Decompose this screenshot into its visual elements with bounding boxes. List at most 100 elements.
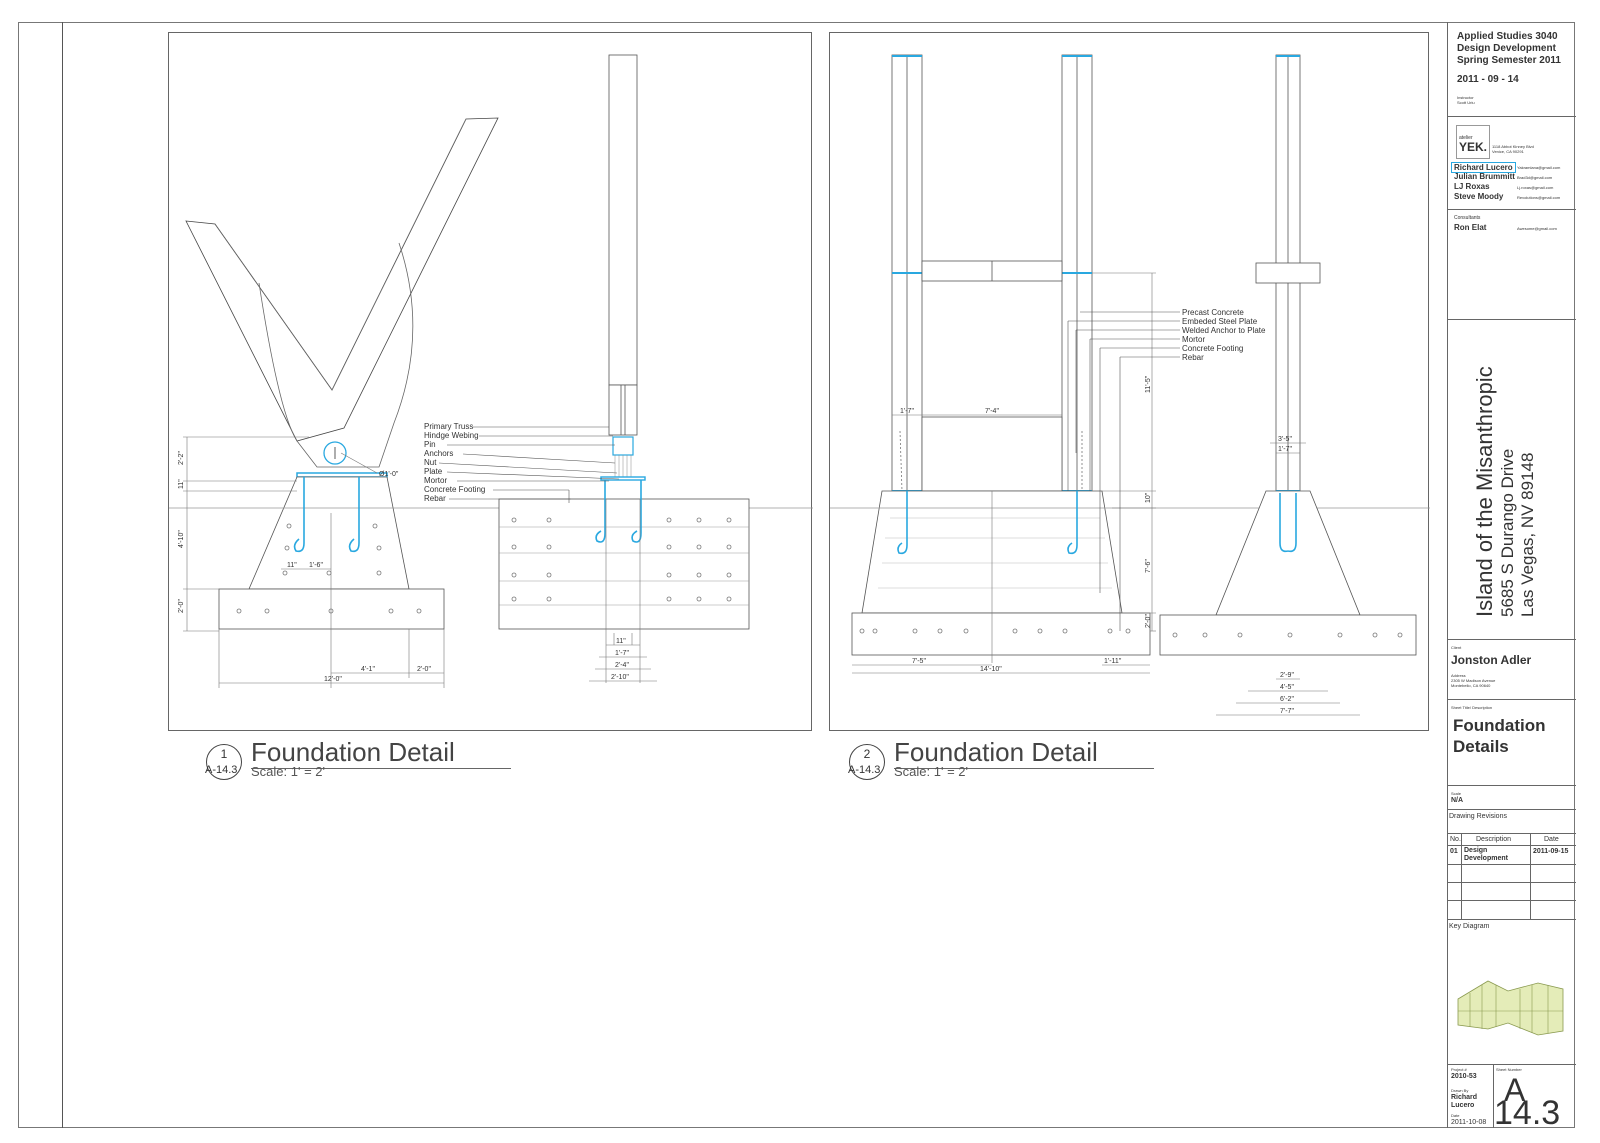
dim2-1-7: 1'-7" (900, 408, 914, 415)
callout-rebar-2: Rebar (1182, 353, 1204, 362)
callout-plate: Plate (424, 467, 443, 476)
dim-12-0: 12'-0" (324, 676, 342, 683)
footing-3 (851, 612, 1151, 656)
team-member-name: Steve Moody (1454, 192, 1504, 201)
revisions-block: Drawing Revisions No. Description Date 0… (1448, 809, 1576, 920)
course-date: 2011 - 09 - 14 (1457, 74, 1519, 85)
drawn-by-line1: Richard (1451, 1094, 1478, 1101)
team-member-email: Lj.roxas@gmail.com (1517, 185, 1554, 190)
instructor-name: Scott Uriu (1457, 100, 1475, 105)
team-member-email: Revolutions@gmail.com (1517, 195, 1561, 200)
rev-header-no: No. (1450, 836, 1461, 843)
dim-2-0-left: 2'-0" (178, 599, 185, 613)
client-address-2: Montebello, CA 90640 (1451, 683, 1491, 688)
dim-4-10: 4'-10" (178, 530, 185, 548)
callout-concrete-footing-2: Concrete Footing (1182, 344, 1243, 353)
client-label: Client (1451, 645, 1462, 650)
callout-mortor: Mortor (424, 476, 447, 485)
firm-address-1: 1118 Abbot Kinney Blvd (1492, 144, 1534, 149)
sheet-number-label: Sheet Number (1496, 1067, 1522, 1072)
callout-pin: Pin (424, 440, 436, 449)
dim2-7-5: 7'-5" (912, 658, 926, 665)
project-no-label: Project # (1451, 1067, 1467, 1072)
rebar-dots-3 (859, 628, 1131, 634)
detail-2-panel: 1'-7" 7'-4" 11'-5" 10" 7'-6" 2'-0" 7'-5"… (829, 32, 1430, 731)
dim2-1-11: 1'-11" (1104, 658, 1122, 665)
consultants-label: Consultants (1454, 215, 1481, 221)
v-truss (185, 117, 499, 442)
callout-precast-concrete: Precast Concrete (1182, 308, 1244, 317)
dim2-10: 10" (1145, 492, 1152, 503)
sheet-title-label: Sheet Title/ Description (1451, 705, 1493, 710)
dim-4-1: 4'-1" (361, 666, 375, 673)
callout-hinge-webing: Hindge Webing (424, 431, 479, 440)
sheet-title-block: Sheet Title/ Description Foundation Deta… (1448, 699, 1576, 786)
project-street: 5685 S Durango Drive (1498, 448, 1517, 617)
firm-logo: atelier YEK. (1456, 125, 1490, 159)
dim-side-2-10: 2'-10" (611, 674, 629, 681)
callout-embeded-steel-plate: Embeded Steel Plate (1182, 317, 1258, 326)
dim-1-6: 1'-6" (309, 562, 323, 569)
sheet-number-letter: A (1504, 1072, 1526, 1108)
callout-leaders-2 (1067, 311, 1180, 631)
scale-block: Scale N/A (1448, 785, 1576, 810)
drawing-sheet-border (18, 22, 1575, 1128)
key-diagram-label: Key Diagram (1449, 923, 1490, 930)
dim-11-left: 11" (178, 479, 185, 489)
detail-2-scale: Scale: 1' = 2' (894, 764, 968, 779)
beam-section (1255, 262, 1321, 284)
dim2-2-9: 2'-9" (1280, 672, 1294, 679)
dim2-3-5: 3'-5" (1278, 436, 1292, 443)
consultant-name: Ron Elat (1454, 223, 1487, 232)
anchor-bolts (293, 477, 360, 553)
detail-2-marker: 2 A-14.3 (848, 744, 885, 780)
detail-1-marker: 1 A-14.3 (205, 744, 242, 780)
drawn-by-label: Drawn By (1451, 1088, 1469, 1093)
team-member-email: Yakramlana@gmail.com (1517, 165, 1561, 170)
welded-anchors (897, 491, 1078, 555)
callout-leaders-1 (438, 426, 620, 503)
client-block: Client Jonston Adler Address 2305 W Madi… (1448, 639, 1576, 700)
project-name: Island of the Misanthropic (1472, 366, 1497, 617)
dim2-6-2: 6'-2" (1280, 696, 1294, 703)
detail-1-sheet-ref: A-14.3 (205, 764, 238, 776)
detail-2-drawing: 1'-7" 7'-4" 11'-5" 10" 7'-6" 2'-0" 7'-5"… (830, 54, 1430, 716)
detail-1-title: Foundation Detail (251, 737, 511, 769)
instructor-label: Instructor (1457, 95, 1474, 100)
footing-2 (498, 498, 750, 630)
project-no-value: 2010-53 (1451, 1073, 1477, 1080)
dim-pin-dia: Ø1'-0" (379, 471, 399, 478)
detail-1-panel: 2'-2" 11" 4'-10" 2'-0" Ø1'-0" 11" 1'-6" … (168, 32, 813, 731)
client-address-label: Address (1451, 673, 1466, 678)
detail-1-scale: Scale: 1' = 2' (251, 764, 325, 779)
project-city: Las Vegas, NV 89148 (1518, 452, 1537, 617)
rev-row-date: 2011-09-15 (1533, 848, 1569, 855)
dim-2-2: 2'-2" (178, 451, 185, 465)
consultant-email: Awesome@gmail.com (1517, 226, 1557, 231)
callout-welded-anchor: Welded Anchor to Plate (1182, 326, 1266, 335)
key-diagram-block: Key Diagram (1448, 919, 1576, 1065)
pin-circle (323, 441, 347, 465)
pedestal (248, 476, 410, 590)
detail-1-number: 1 (220, 747, 228, 761)
team-member-name: Richard Lucero (1451, 162, 1516, 173)
rev-header-desc: Description (1476, 836, 1512, 843)
pedestal-3 (1215, 490, 1361, 616)
dim2-r-1-7: 1'-7" (1278, 446, 1292, 453)
anchor-bolts-side (595, 480, 642, 543)
sheet-title-line2: Details (1453, 737, 1509, 756)
revisions-table: No. Description Date 01 Design Developme… (1448, 833, 1576, 920)
team-member-email: Brad3d@gmail.com (1517, 175, 1553, 180)
rebar-dots-2 (511, 517, 732, 602)
client-name: Jonston Adler (1451, 653, 1532, 667)
column-base (608, 384, 638, 436)
rev-row-no: 01 (1450, 848, 1458, 855)
dim-side-1-7: 1'-7" (615, 650, 629, 657)
revisions-label: Drawing Revisions (1449, 813, 1507, 820)
dim-2-0-bottom: 2'-0" (417, 666, 431, 673)
callout-mortor-2: Mortor (1182, 335, 1205, 344)
consultants-block: Consultants Ron Elat Awesome@gmail.com (1448, 209, 1576, 320)
logo-small-text: atelier (1459, 135, 1473, 141)
callout-primary-truss: Primary Truss (424, 422, 473, 431)
detail-1-drawing: 2'-2" 11" 4'-10" 2'-0" Ø1'-0" 11" 1'-6" … (169, 54, 813, 688)
